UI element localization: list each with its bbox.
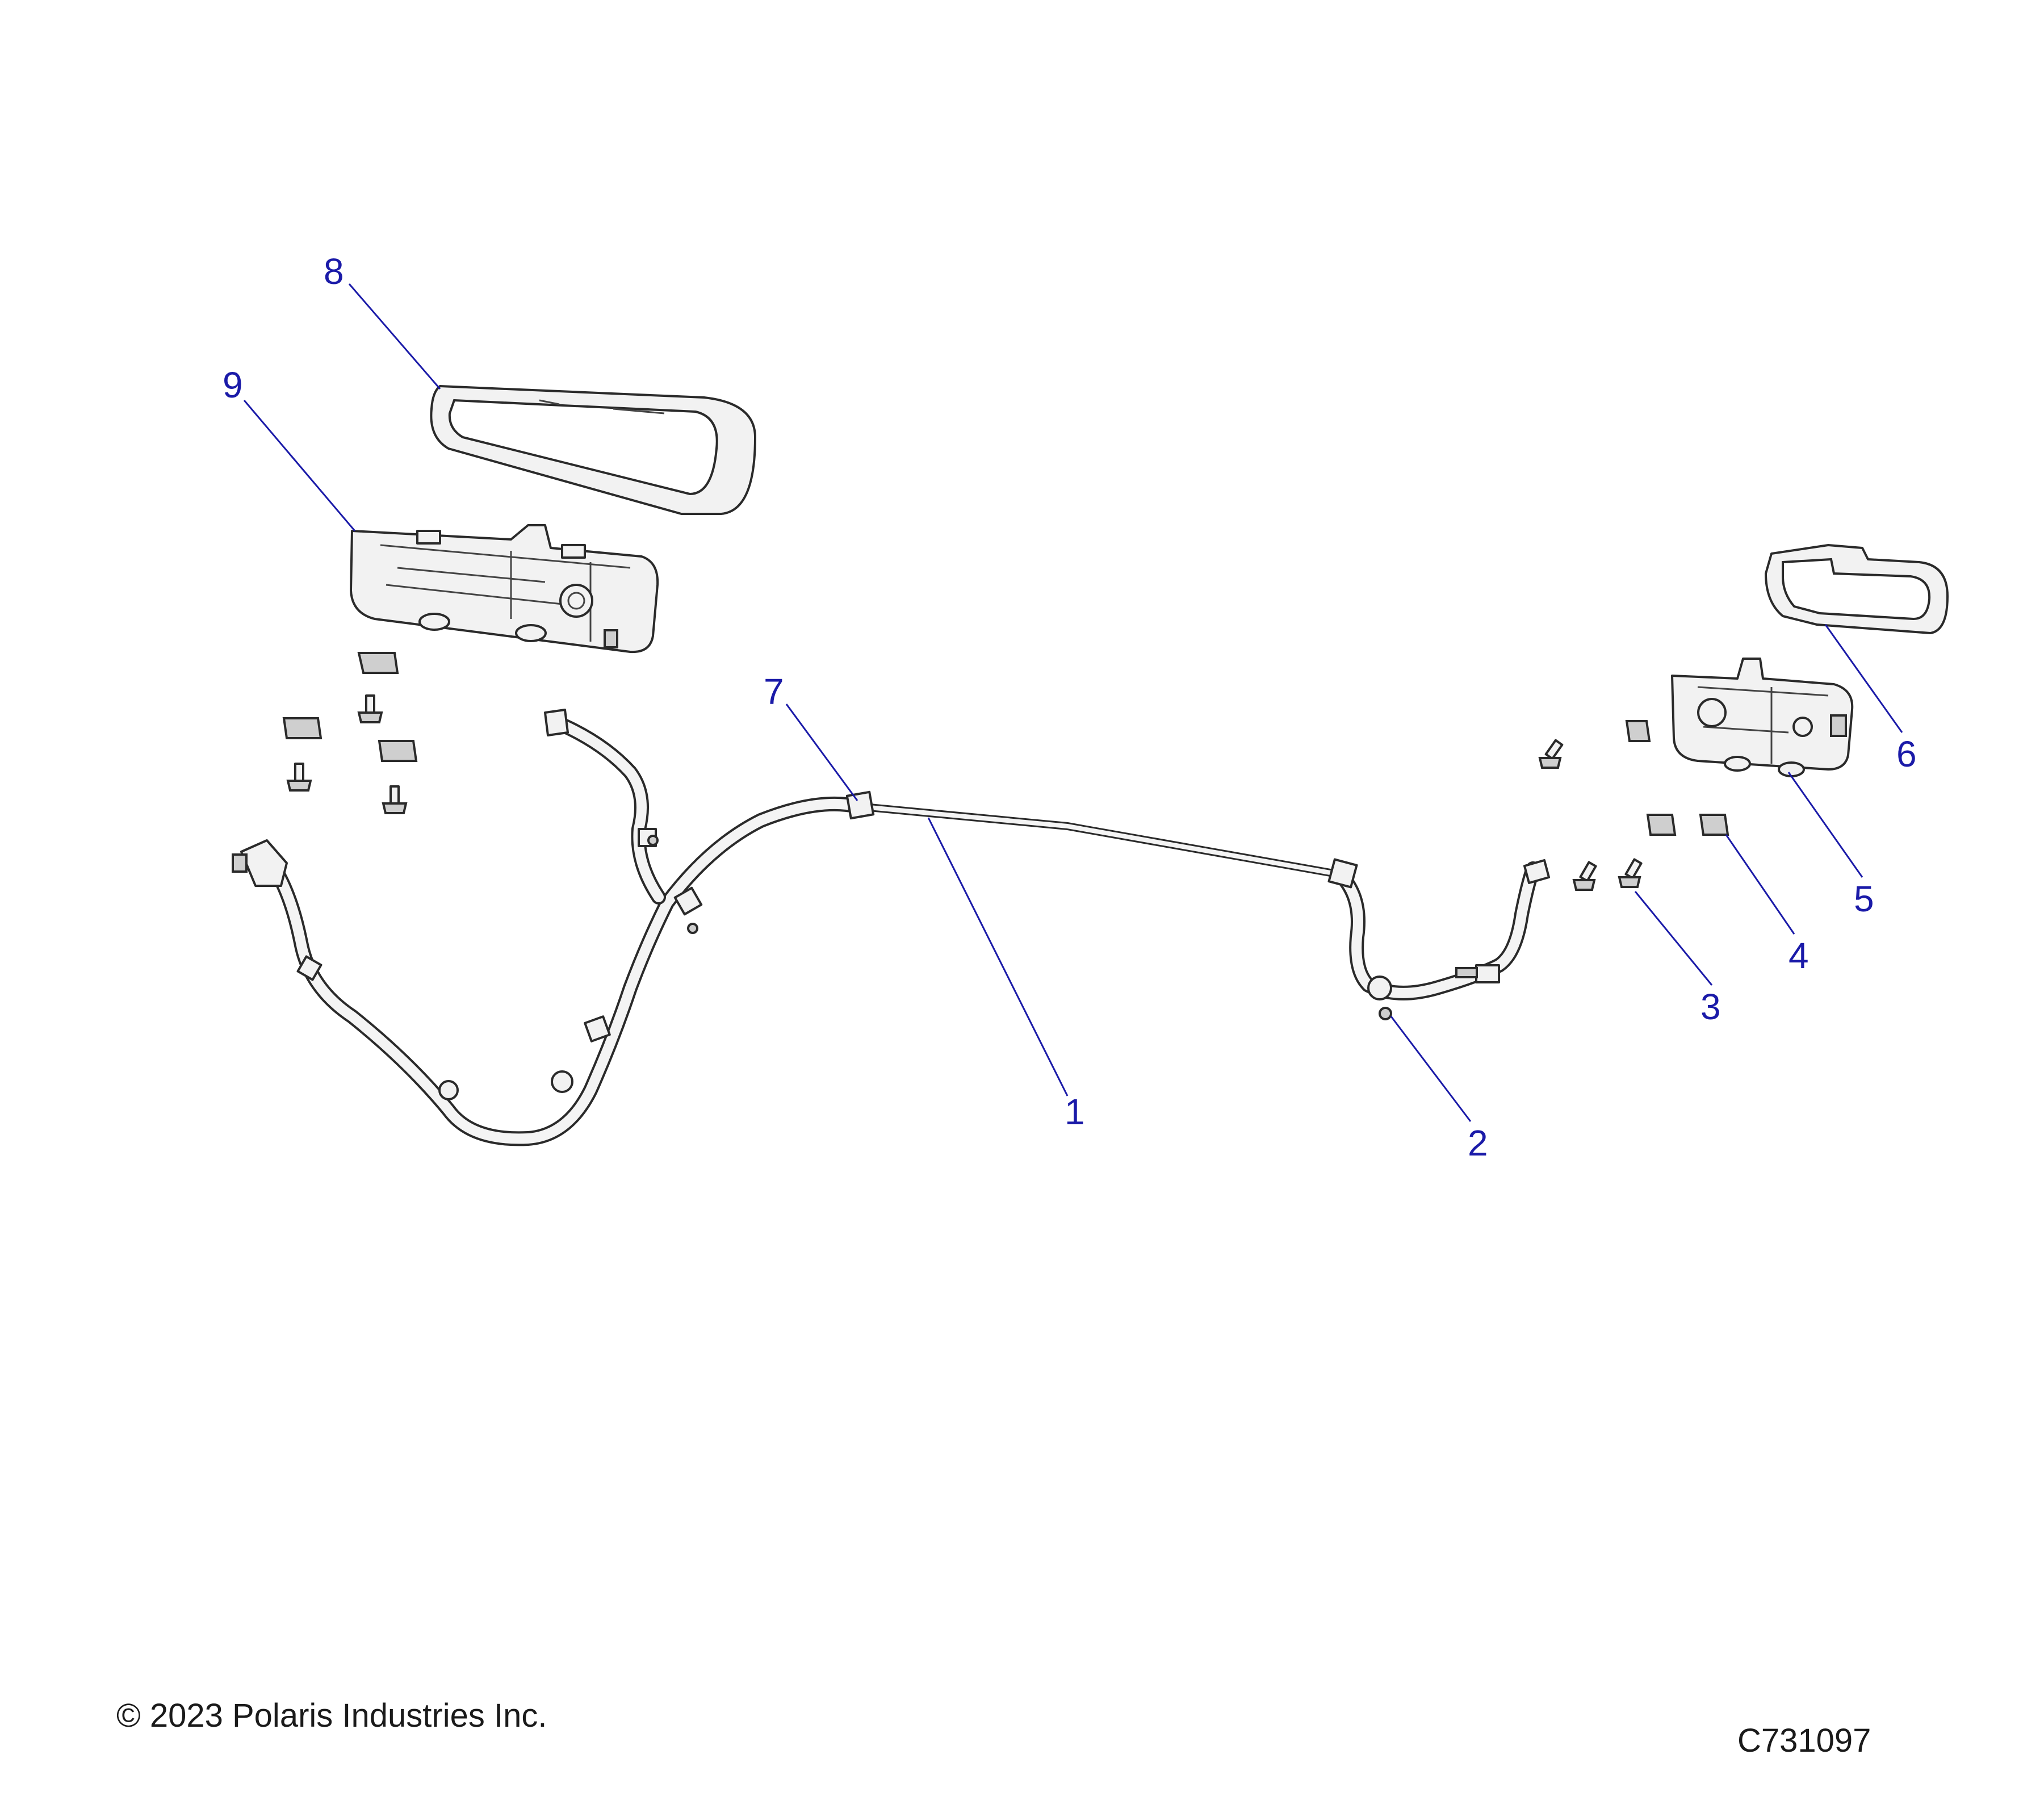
callout-4: 4: [1789, 935, 1809, 976]
leader-9: [243, 400, 356, 531]
callout-7: 7: [764, 671, 784, 712]
callout-1: 1: [1065, 1091, 1085, 1132]
right-switch-module: [1671, 658, 1854, 777]
callout-5: 5: [1854, 878, 1874, 919]
leader-5: [1787, 772, 1863, 878]
leader-8: [348, 283, 441, 390]
callout-8: 8: [324, 251, 344, 292]
callout-9: 9: [223, 365, 243, 405]
callout-6: 6: [1896, 734, 1917, 774]
leader-4: [1725, 834, 1795, 935]
left-switch-module: [350, 524, 659, 654]
leader-3: [1634, 891, 1713, 986]
leader-1: [927, 817, 1069, 1096]
callout-3: 3: [1700, 986, 1721, 1027]
copyright-text: © 2023 Polaris Industries Inc.: [116, 1697, 547, 1734]
left-bezel-ring: [430, 385, 756, 515]
drawing-number: C731097: [1737, 1722, 1871, 1759]
leader-7: [785, 704, 858, 801]
callout-2: 2: [1468, 1123, 1488, 1163]
right-bezel-ring: [1765, 544, 1949, 634]
callouts: 1 2 3 4 5 6 7 8 9: [223, 251, 1917, 1163]
wire-harness: [232, 709, 1550, 1146]
right-fasteners: [1538, 720, 1729, 891]
left-fasteners: [282, 652, 418, 814]
leader-6: [1824, 624, 1903, 733]
leader-lines: [243, 283, 1903, 1122]
leader-2: [1390, 1016, 1472, 1122]
